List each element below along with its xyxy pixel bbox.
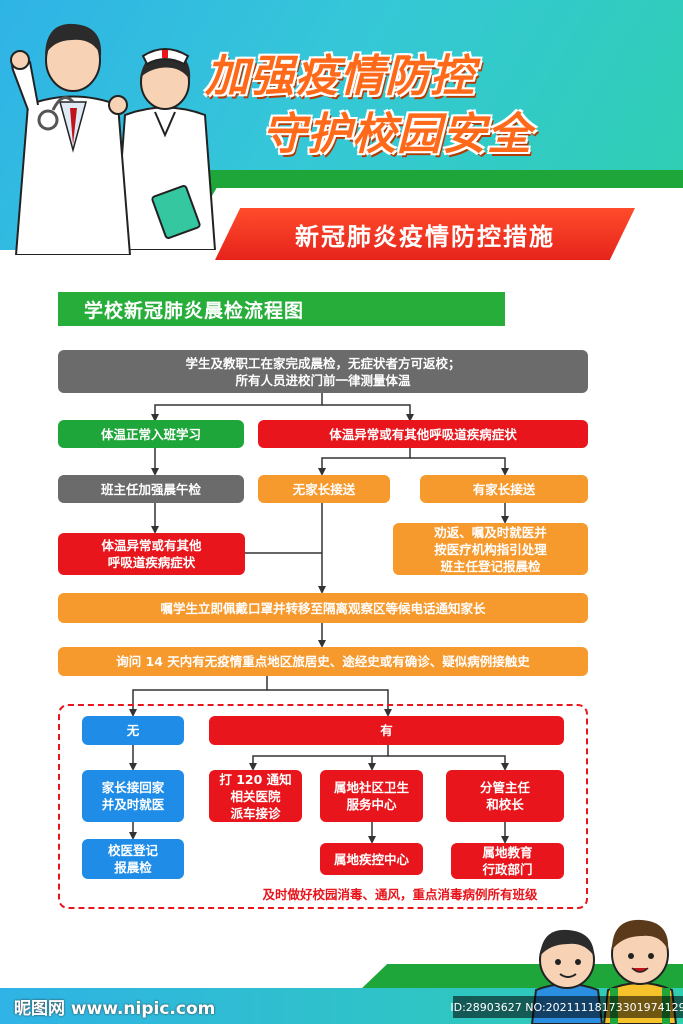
flow-has-parent-box: 有家长接送	[420, 475, 588, 503]
main-title-line-2: 守护校园安全	[262, 109, 532, 160]
flow-yes-box: 有	[209, 716, 564, 745]
nurse-illustration	[110, 40, 220, 250]
disinfection-note: 及时做好校园消毒、通风，重点消毒病例所有班级	[262, 887, 538, 902]
section-title: 学校新冠肺炎晨检流程图	[58, 292, 505, 326]
flow-start-box: 学生及教职工在家完成晨检，无症状者方可返校； 所有人员进校门前一律测量体温	[58, 350, 588, 393]
flow-cdc-box: 属地疾控中心	[320, 843, 423, 875]
flow-school-doctor-box: 校医登记 报晨检	[82, 839, 184, 879]
flow-temp-normal-box: 体温正常入班学习	[58, 420, 244, 448]
image-id-watermark: ID:28903627 NO:20211118173301974129	[450, 996, 683, 1018]
flow-inquire-box: 询问 14 天内有无疫情重点地区旅居史、途经史或有确诊、疑似病例接触史	[58, 647, 588, 676]
flow-parent-pickup-box: 家长接回家 并及时就医	[82, 770, 184, 822]
flow-education-dept-box: 属地教育 行政部门	[451, 843, 564, 879]
nipic-watermark: 昵图网 www.nipic.com	[14, 999, 216, 1019]
flow-noon-check-box: 班主任加强晨午检	[58, 475, 244, 503]
response-dashed-area	[58, 704, 588, 909]
flow-call-120-box: 打 120 通知 相关医院 派车接诊	[209, 770, 302, 822]
subtitle-banner: 新冠肺炎疫情防控措施	[215, 208, 635, 260]
flow-temp-abnormal-box: 体温异常或有其他呼吸道疾病症状	[258, 420, 588, 448]
flow-advise-return-box: 劝返、嘱及时就医并 按医疗机构指引处理 班主任登记报晨检	[393, 523, 588, 575]
flow-no-parent-box: 无家长接送	[258, 475, 390, 503]
main-title-line-1: 加强疫情防控	[205, 51, 475, 102]
flow-isolate-box: 嘱学生立即佩戴口罩并转移至隔离观察区等候电话通知家长	[58, 593, 588, 623]
flow-principal-box: 分管主任 和校长	[446, 770, 564, 822]
flow-community-box: 属地社区卫生 服务中心	[320, 770, 423, 822]
flow-abnormal-again-box: 体温异常或有其他 呼吸道疾病症状	[58, 533, 245, 575]
doctor-illustration	[8, 10, 138, 255]
flow-no-box: 无	[82, 716, 184, 745]
